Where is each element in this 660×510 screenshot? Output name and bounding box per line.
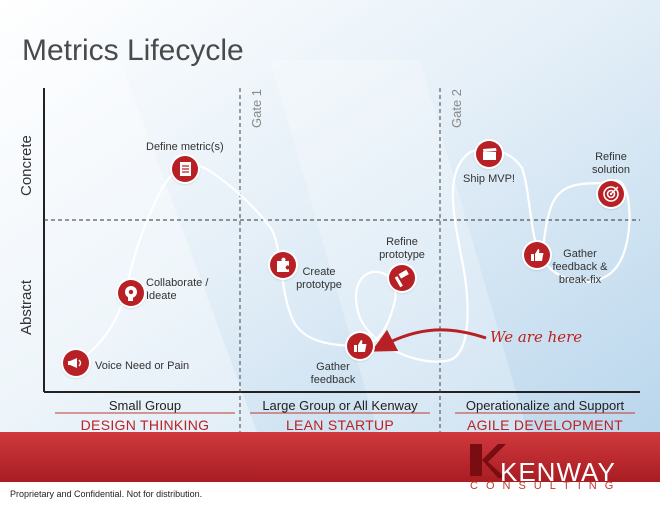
megaphone-icon	[63, 350, 89, 376]
page-title: Metrics Lifecycle	[22, 34, 244, 67]
target-icon	[598, 181, 624, 207]
step-refine-solution: Refine solution	[592, 151, 630, 176]
thumbs-up-icon	[347, 333, 373, 359]
step-voice-need: Voice Need or Pain	[95, 360, 190, 372]
thumbs-up-icon	[524, 242, 550, 268]
step-gather-feedback-breakfix: Gather feedback & break-fix	[552, 248, 608, 286]
we-are-here-marker: We are here	[490, 328, 583, 346]
gate-1-label: Gate 1	[249, 88, 264, 128]
phase-group-label: Small Group	[108, 398, 182, 413]
step-ship-mvp: Ship MVP!	[463, 173, 515, 185]
axis-label-concrete: Concrete	[18, 135, 35, 196]
gate-2-label: Gate 2	[449, 88, 464, 128]
phase-method-label: DESIGN THINKING	[80, 417, 210, 433]
logo-subtitle: CONSULTING	[470, 480, 622, 492]
step-define-metric: Define metric(s)	[146, 141, 224, 153]
clapperboard-icon	[476, 141, 502, 167]
hammer-icon	[389, 265, 415, 291]
footer-note: Proprietary and Confidential. Not for di…	[10, 489, 203, 499]
phase-group-label: Large Group or All Kenway	[262, 398, 418, 413]
step-create-prototype: Create prototype	[296, 266, 342, 291]
puzzle-icon	[270, 252, 296, 278]
phase-method-label: LEAN STARTUP	[285, 417, 395, 433]
step-refine-prototype: Refine prototype	[379, 236, 425, 261]
logo-name: KENWAY	[500, 457, 616, 487]
phase-method-label: AGILE DEVELOPMENT	[466, 417, 624, 433]
axis-label-abstract: Abstract	[18, 279, 35, 335]
brain-gear-icon	[118, 280, 144, 306]
checklist-icon	[172, 156, 198, 182]
step-collaborate: Collaborate / Ideate	[146, 277, 209, 302]
phase-group-label: Operationalize and Support	[465, 398, 625, 413]
step-gather-feedback: Gather feedback	[310, 361, 356, 386]
